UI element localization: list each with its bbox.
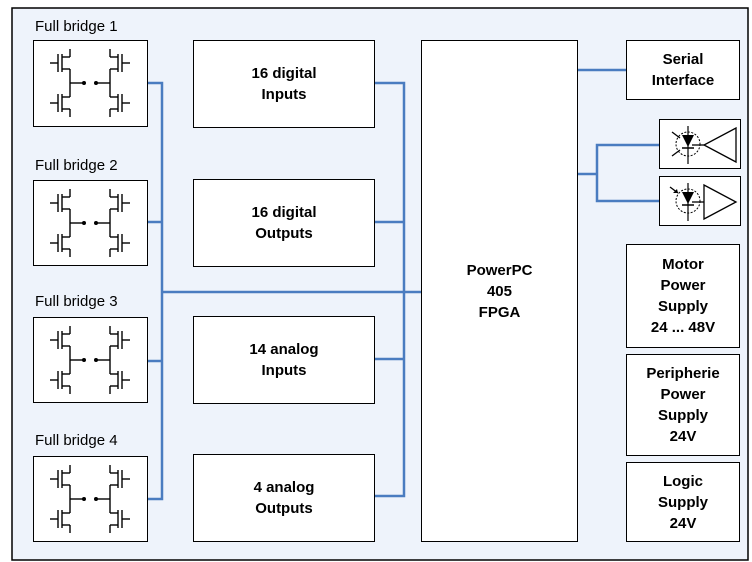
full-bridge-schematic-icon (50, 49, 130, 117)
fpga-block: PowerPC 405 FPGA (421, 40, 578, 542)
analog-outputs-block: 4 analog Outputs (193, 454, 375, 542)
logic-supply-block: Logic Supply 24V (626, 462, 740, 542)
full-bridge-box (33, 456, 148, 542)
full-bridge-box (33, 317, 148, 403)
peripherie-power-supply-block: Peripherie Power Supply 24V (626, 354, 740, 456)
bus-wires (148, 68, 659, 501)
optocoupler-transmitter-icon (671, 126, 737, 164)
transistor-group (50, 49, 130, 117)
io-bus-line (375, 81, 406, 498)
transistor-group (50, 189, 130, 257)
bridge-label: Full bridge 2 (35, 157, 118, 174)
bridge-label: Full bridge 1 (35, 18, 118, 35)
transistor-group (50, 465, 130, 533)
bridge-label: Full bridge 4 (35, 432, 118, 449)
optocoupler-receiver-icon (669, 183, 738, 221)
analog-inputs-block: 14 analog Inputs (193, 316, 375, 404)
full-bridge-box (33, 180, 148, 266)
full-bridge-schematic-icon (50, 465, 130, 533)
optocoupler-receiver (659, 176, 741, 226)
serial-interface-block: Serial Interface (626, 40, 740, 100)
digital-outputs-block: 16 digital Outputs (193, 179, 375, 267)
full-bridge-schematic-icon (50, 189, 130, 257)
full-bridge-box (33, 40, 148, 127)
optocoupler-transmitter (659, 119, 741, 169)
opto-branch (595, 143, 659, 203)
digital-inputs-block: 16 digital Inputs (193, 40, 375, 128)
transistor-group (50, 326, 130, 394)
bridge-label: Full bridge 3 (35, 293, 118, 310)
full-bridge-schematic-icon (50, 326, 130, 394)
motor-power-supply-block: Motor Power Supply 24 ... 48V (626, 244, 740, 348)
